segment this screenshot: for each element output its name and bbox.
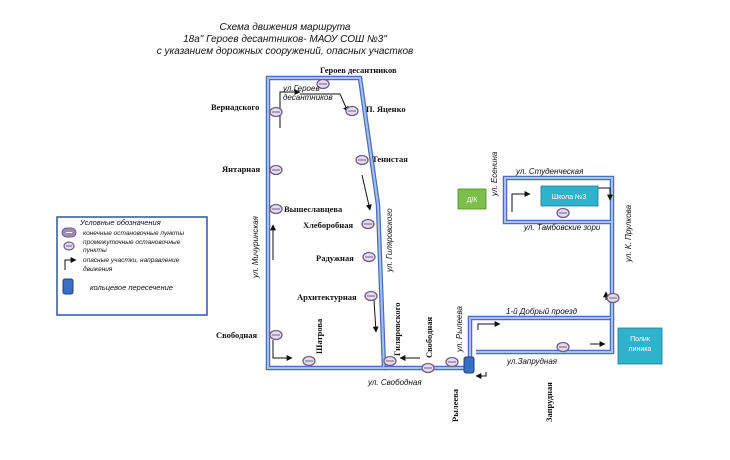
label-yantarnaya: Янтарная <box>222 164 260 174</box>
legend-roundabout-text: кольцевое пересечение <box>90 283 173 292</box>
street-geroev-1: ул.Героев <box>282 84 320 93</box>
legend-terminal-icon <box>61 227 77 238</box>
label-zaprudnaya: Запрудная <box>544 382 554 422</box>
stop-zaprudnaya[interactable] <box>556 341 570 353</box>
label-arkhitekturnaya: Архитектурная <box>297 292 357 302</box>
stop-gilyarovskogo[interactable] <box>383 355 397 367</box>
street-esenina: ул. Есенина <box>490 151 499 197</box>
legend: Условные обозначения конечные остановочн… <box>56 216 208 316</box>
legend-intermediate-icon <box>63 241 75 251</box>
label-ryleeva: Рылеева <box>450 388 460 422</box>
street-studencheskaya: ул. Студенческая <box>515 167 584 176</box>
street-geroev-2: десантников <box>283 93 333 102</box>
street-dobry-proezd: 1-й Добрый проезд <box>506 307 578 316</box>
stop-raduzhnaya[interactable] <box>362 251 376 263</box>
route-road-right <box>467 175 615 360</box>
street-pryanikova: ул. К. Прулкова <box>624 204 633 263</box>
place-polyclinic-label-1: Полик <box>630 336 651 343</box>
bus-stops <box>269 78 620 374</box>
street-ryleeva: ул. Рылеева <box>455 306 464 354</box>
stop-geroev-desantnikov[interactable] <box>316 78 330 90</box>
label-svobodnaya-mid: Свободная <box>424 316 434 358</box>
label-tenistaya: Тенистая <box>372 154 408 164</box>
label-khleborobnaya: Хлеборобная <box>303 220 353 230</box>
stop-p-yatsenko[interactable] <box>345 105 359 117</box>
street-zaprudnaya: ул.Запрудная <box>506 357 558 366</box>
stop-school[interactable] <box>556 207 570 219</box>
place-polyclinic-label-2: линика <box>629 346 652 353</box>
stop-vysheslavtseva[interactable] <box>269 203 283 215</box>
map-title-line3: с указанием дорожных сооружений, опасных… <box>157 46 414 57</box>
roundabout-icon <box>463 356 475 374</box>
stop-shatrova[interactable] <box>302 355 316 367</box>
label-gilyarovskogo: Гиляровского <box>392 302 402 356</box>
map-title-line1: Схема движения маршрута <box>220 22 351 33</box>
label-shatrova: Шатрова <box>314 318 324 354</box>
legend-danger-text-1: опасные участки, направление <box>83 257 180 264</box>
stop-svobodnaya-left[interactable] <box>269 329 283 341</box>
stop-arkhitekturnaya[interactable] <box>364 290 378 302</box>
stop-yantarnaya[interactable] <box>269 164 283 176</box>
label-vernadskogo: Вернадского <box>211 102 259 112</box>
route-road-left-loop <box>265 75 387 371</box>
legend-intermediate-text-2: пункты <box>83 247 107 254</box>
label-svobodnaya-left: Свободная <box>216 330 258 340</box>
legend-danger-arrow-icon <box>64 257 77 270</box>
label-raduzhnaya: Радужная <box>316 253 354 263</box>
label-geroev-desantnikov: Героев десантников <box>320 65 397 75</box>
stop-tenistaya[interactable] <box>355 154 369 166</box>
label-p-yatsenko: П. Яценко <box>366 104 406 114</box>
street-svobodnaya: ул. Свободная <box>367 378 422 387</box>
place-polyclinic: Полик линика <box>617 327 663 365</box>
place-school: Школа №3 <box>540 185 599 207</box>
legend-terminal-text: конечные остановочные пункты <box>83 230 184 237</box>
stop-vernadskogo[interactable] <box>269 106 283 118</box>
stop-ryleeva[interactable] <box>445 356 459 368</box>
direction-arrows <box>270 89 613 379</box>
place-dk-label: Д/К <box>467 197 479 204</box>
place-dk: Д/К <box>457 188 487 210</box>
street-michurinskaya: ул. Мичуринская <box>251 215 260 279</box>
legend-title: Условные обозначения <box>79 218 161 227</box>
stop-svobodnaya-mid[interactable] <box>421 362 435 374</box>
legend-roundabout-icon <box>62 278 74 295</box>
label-vysheslavtseva: Вышеславцева <box>284 204 343 214</box>
stop-pryanikova[interactable] <box>606 292 620 304</box>
street-gilyarovskogo: ул. Гиляровского <box>385 208 394 273</box>
street-tambovskie-zori: ул. Тамбовские зори <box>523 223 601 232</box>
legend-intermediate-text-1: промежуточные остановочные <box>83 239 181 246</box>
place-school-label: Школа №3 <box>552 194 587 201</box>
legend-danger-text-2: движения <box>83 265 113 273</box>
stop-khleborobnaya[interactable] <box>361 218 375 230</box>
map-title-line2: 18а" Героев десантников- МАОУ СОШ №3" <box>183 34 387 45</box>
